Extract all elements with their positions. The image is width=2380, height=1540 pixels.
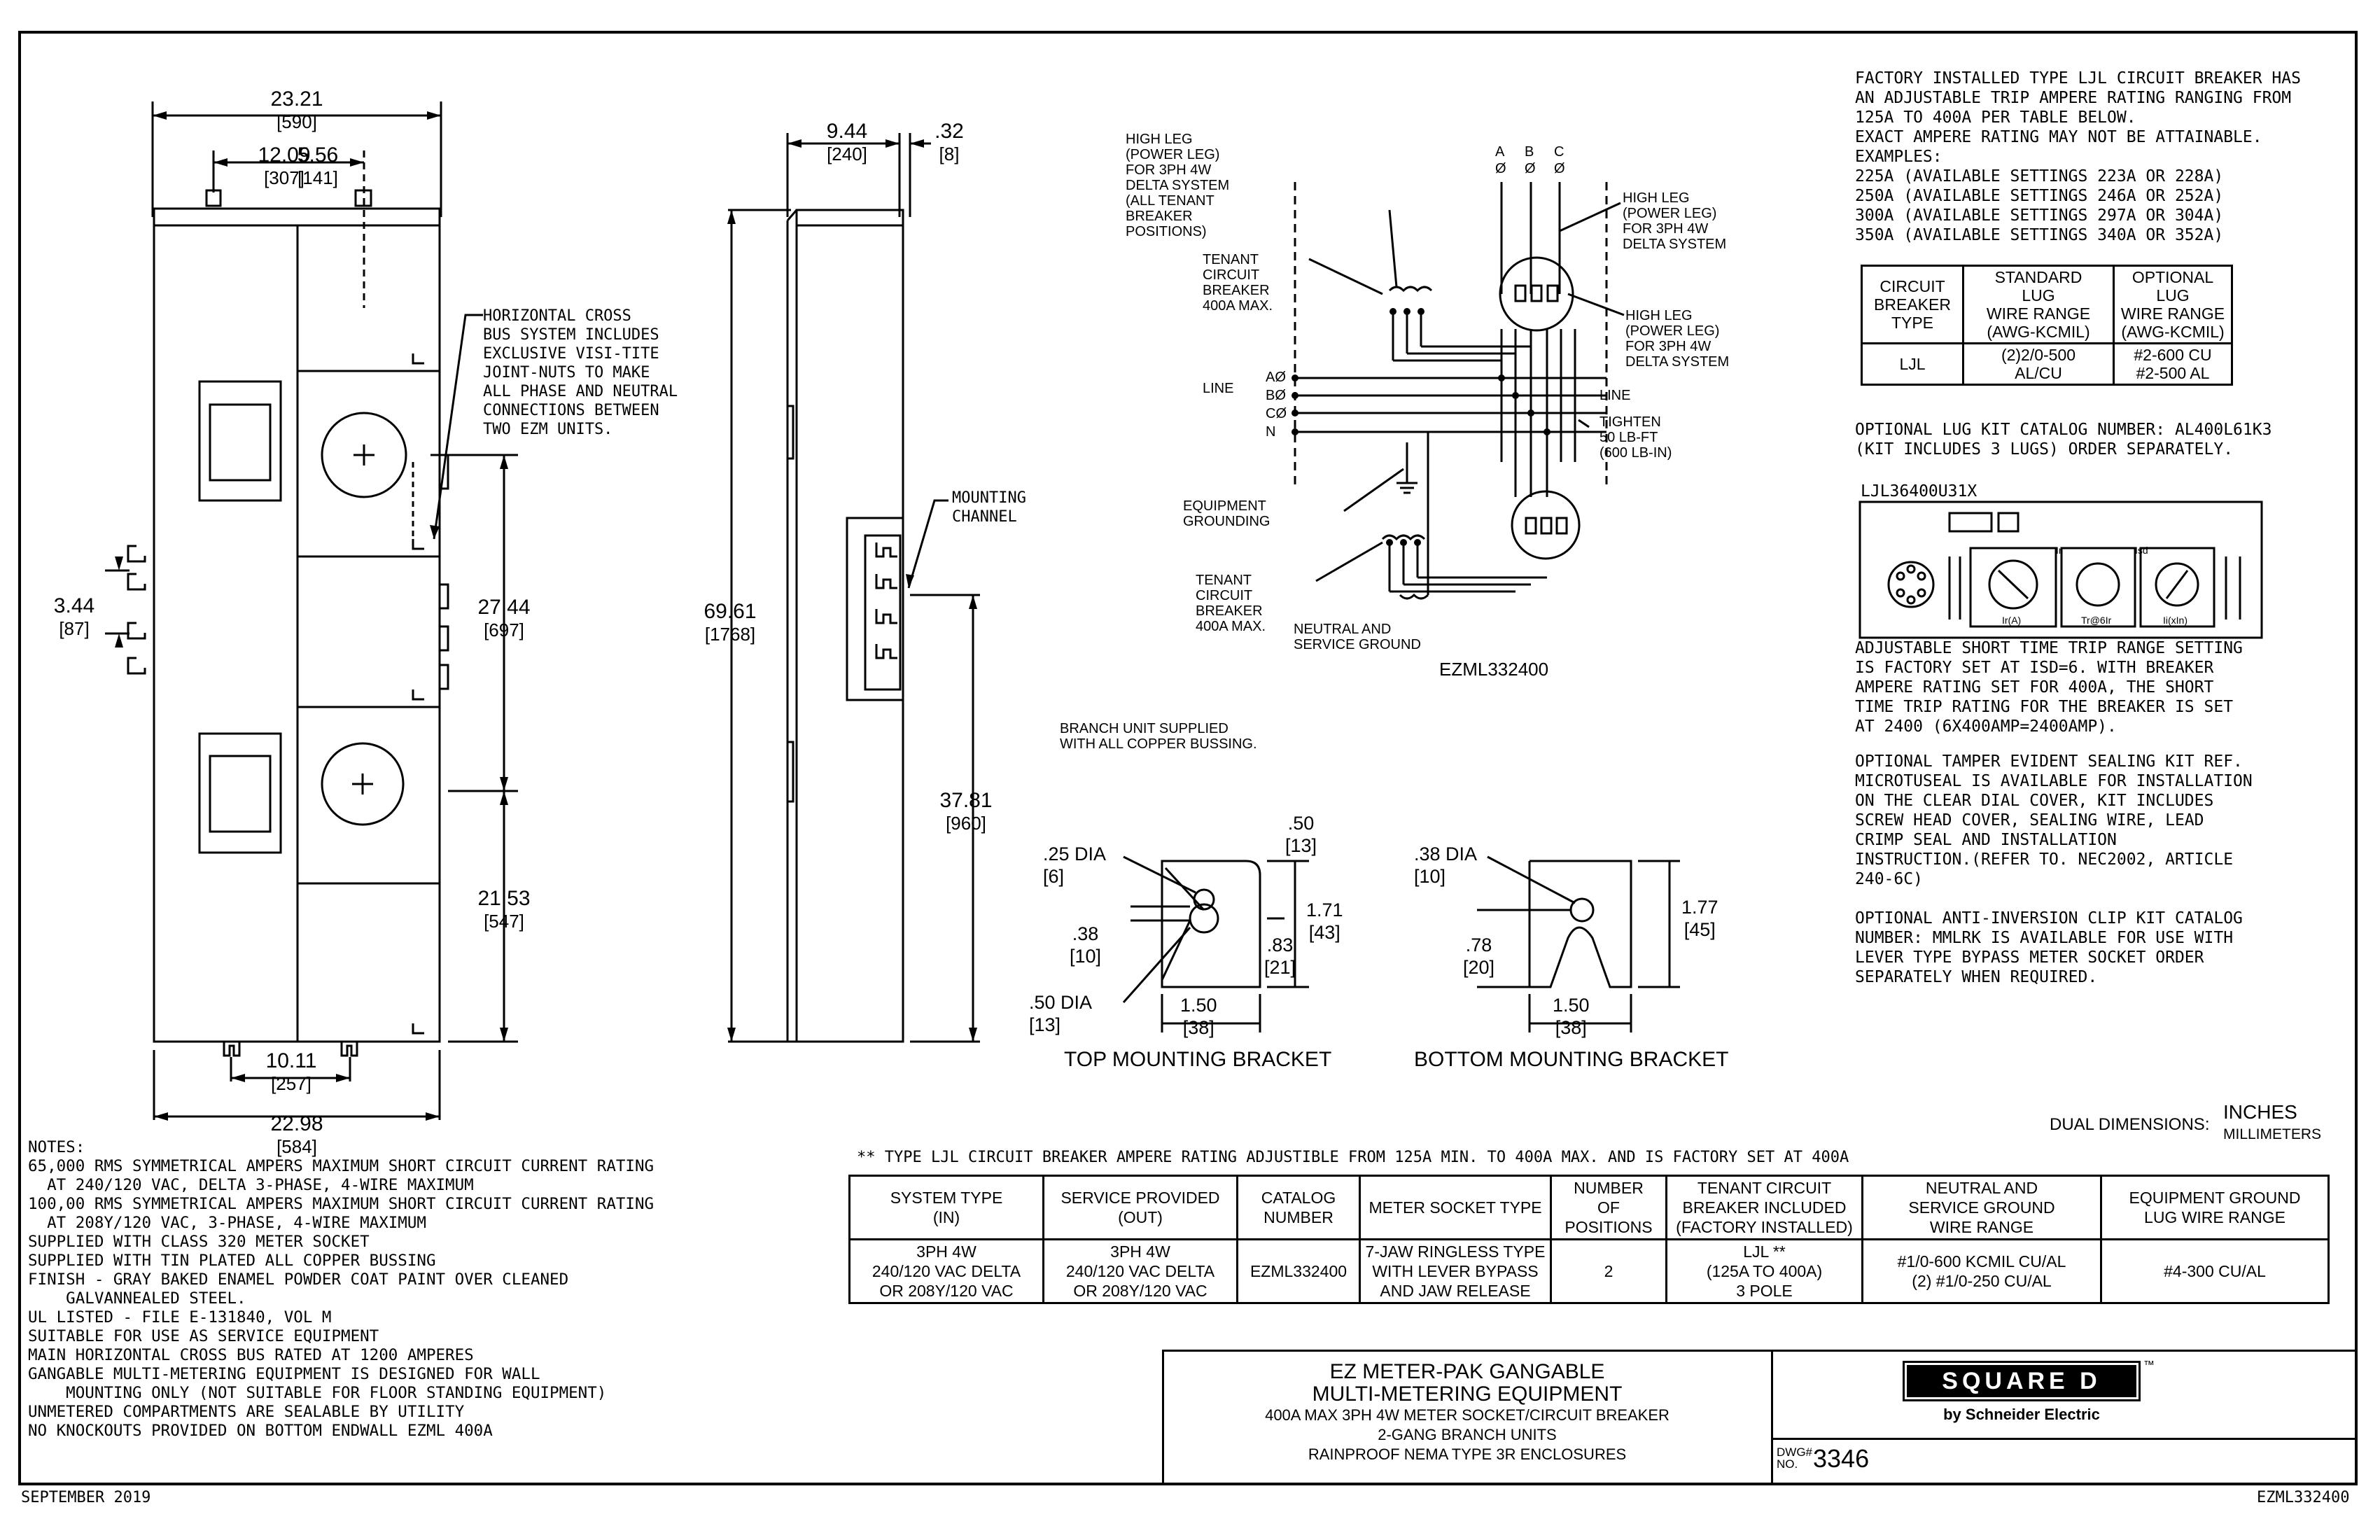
short-time-note: ADJUSTABLE SHORT TIME TRIP RANGE SETTING…: [1855, 639, 2243, 736]
trip-label-tr: Tr@6Ir: [2081, 615, 2112, 626]
bus-label-a: AØ: [1266, 370, 1286, 385]
bottom-bracket-177: 1.77[45]: [1681, 897, 1718, 940]
front-dim-bottom: 22.98[584]: [270, 1112, 323, 1158]
bus-label-n: N: [1266, 424, 1276, 440]
bottom-bracket-150: 1.50[38]: [1553, 995, 1590, 1038]
phase-label-b: B: [1525, 144, 1534, 160]
high-leg-callout-1: HIGH LEG (POWER LEG) FOR 3PH 4W DELTA SY…: [1126, 132, 1230, 239]
title-block-divider: [1771, 1350, 1773, 1485]
side-dim-channel: 37.81[960]: [939, 789, 993, 834]
front-dim-a: 12.09[307]: [258, 144, 311, 189]
breaker-intro-note: FACTORY INSTALLED TYPE LJL CIRCUIT BREAK…: [1855, 69, 2301, 244]
front-dim-b: 5.56[141]: [297, 144, 339, 189]
front-dim-lower: 21.53[547]: [477, 887, 531, 932]
general-notes: NOTES: 65,000 RMS SYMMETRICAL AMPERS MAX…: [28, 1138, 654, 1440]
equipment-grounding-label: EQUIPMENT GROUNDING: [1183, 498, 1270, 529]
footer-catalog: EZML332400: [2257, 1489, 2350, 1506]
dual-dim-inches: INCHES: [2223, 1101, 2297, 1123]
phase-sym-c: Ø: [1554, 161, 1565, 176]
top-bracket-171: 1.71[43]: [1306, 899, 1343, 943]
top-bracket-150: 1.50[38]: [1180, 995, 1217, 1038]
anti-inversion-note: OPTIONAL ANTI-INVERSION CLIP KIT CATALOG…: [1855, 909, 2243, 986]
trip-unit-drawing: Ir(A) Tr@6Ir Ii(xIn) Ir Isd: [1858, 500, 2263, 639]
bus-label-c: CØ: [1266, 406, 1287, 421]
dual-dim-mm: MILLIMETERS: [2223, 1126, 2322, 1142]
mounting-brackets-drawing: [1122, 855, 1680, 1032]
title-block-dwg-divider: [1771, 1438, 2358, 1440]
tenant-breaker-label-2: TENANT CIRCUIT BREAKER 400A MAX.: [1196, 573, 1266, 634]
dwg-number: 3346: [1813, 1444, 1870, 1473]
front-view-drawing: [105, 102, 518, 1121]
line-label-left: LINE: [1203, 381, 1234, 396]
title-line-3: 400A MAX 3PH 4W METER SOCKET/CIRCUIT BRE…: [1265, 1406, 1670, 1424]
title-line-2: MULTI-METERING EQUIPMENT: [1312, 1382, 1623, 1406]
title-line-4: 2-GANG BRANCH UNITS: [1378, 1426, 1557, 1443]
front-width-dim: 23.21[590]: [270, 88, 323, 133]
trip-label-ir: Ir(A): [2002, 615, 2021, 626]
tenant-breaker-label-1: TENANT CIRCUIT BREAKER 400A MAX.: [1203, 252, 1273, 314]
tamper-note: OPTIONAL TAMPER EVIDENT SEALING KIT REF.…: [1855, 752, 2253, 888]
top-bracket-83: .83[21]: [1264, 934, 1296, 978]
line-label-right: LINE: [1600, 388, 1631, 403]
side-dim-height: 69.61[1768]: [704, 600, 757, 645]
trip-label-ir-top: Ir: [2056, 545, 2062, 556]
brand-logo-inner: SQUARE D: [1907, 1365, 2136, 1397]
front-dim-left: 3.44[87]: [53, 594, 95, 640]
phase-sym-a: Ø: [1495, 161, 1506, 176]
spec-table: SYSTEM TYPE (IN) SERVICE PROVIDED (OUT) …: [848, 1175, 2330, 1304]
title-line-1: EZ METER-PAK GANGABLE: [1329, 1360, 1605, 1383]
high-leg-callout-2: HIGH LEG (POWER LEG) FOR 3PH 4W DELTA SY…: [1623, 190, 1727, 252]
ljl-rating-note: ** TYPE LJL CIRCUIT BREAKER AMPERE RATIN…: [857, 1149, 1849, 1166]
mounting-channel-callout: MOUNTING CHANNEL: [952, 489, 1026, 526]
brand-subtitle: by Schneider Electric: [1943, 1406, 2100, 1423]
phase-label-a: A: [1495, 144, 1505, 160]
phase-sym-b: Ø: [1525, 161, 1536, 176]
spec-table-row: 3PH 4W 240/120 VAC DELTA OR 208Y/120 VAC…: [848, 1238, 2330, 1304]
side-view-drawing: [727, 133, 980, 1043]
title-block: [1162, 1350, 2358, 1485]
front-dim-foot: 10.11[257]: [265, 1049, 317, 1095]
tighten-note: TIGHTEN 50 LB-FT (600 LB-IN): [1600, 414, 1672, 461]
phase-label-c: C: [1554, 144, 1564, 160]
optional-lug-kit-note: OPTIONAL LUG KIT CATALOG NUMBER: AL400L6…: [1855, 421, 2272, 458]
dual-dim-label: DUAL DIMENSIONS:: [2050, 1115, 2210, 1134]
top-bracket-dia1: .25 DIA[6]: [1043, 844, 1107, 887]
title-block-text: EZ METER-PAK GANGABLE MULTI-METERING EQU…: [1165, 1361, 1770, 1464]
breaker-model: LJL36400U31X: [1861, 482, 1977, 500]
top-bracket-38: .38[10]: [1070, 923, 1102, 967]
side-dim-depth: 9.44[240]: [826, 120, 868, 165]
top-bracket-title: TOP MOUNTING BRACKET: [1064, 1048, 1332, 1071]
footer-date: SEPTEMBER 2019: [21, 1489, 151, 1506]
side-dim-lip: .32[8]: [934, 120, 964, 165]
lug-wire-table: CIRCUIT BREAKER TYPE STANDARD LUG WIRE R…: [1861, 265, 2233, 386]
schematic-catalog: EZML332400: [1439, 659, 1549, 680]
title-line-5: RAINPROOF NEMA TYPE 3R ENCLOSURES: [1308, 1446, 1627, 1463]
bottom-bracket-dia: .38 DIA[10]: [1414, 844, 1478, 887]
neutral-ground-label: NEUTRAL AND SERVICE GROUND: [1294, 622, 1421, 652]
bottom-bracket-title: BOTTOM MOUNTING BRACKET: [1414, 1048, 1729, 1071]
trip-label-ii: Ii(xIn): [2163, 615, 2188, 626]
dwg-label: DWG# NO.: [1777, 1446, 1812, 1471]
bus-callout: HORIZONTAL CROSS BUS SYSTEM INCLUDES EXC…: [483, 307, 678, 438]
brand-trademark: ™: [2143, 1359, 2155, 1371]
wiring-schematic: [1292, 182, 1625, 600]
spec-table-header-row: SYSTEM TYPE (IN) SERVICE PROVIDED (OUT) …: [848, 1175, 2330, 1240]
top-bracket-50: .50[13]: [1285, 813, 1317, 856]
branch-note: BRANCH UNIT SUPPLIED WITH ALL COPPER BUS…: [1060, 721, 1257, 752]
bus-label-b: BØ: [1266, 388, 1286, 403]
front-dim-upper: 27.44[697]: [477, 596, 531, 641]
top-bracket-dia2: .50 DIA[13]: [1029, 992, 1093, 1035]
trip-label-isd: Isd: [2135, 545, 2148, 556]
brand-logo: SQUARE D: [1903, 1361, 2141, 1401]
bottom-bracket-78: .78[20]: [1463, 934, 1495, 978]
high-leg-callout-3: HIGH LEG (POWER LEG) FOR 3PH 4W DELTA SY…: [1625, 308, 1730, 370]
